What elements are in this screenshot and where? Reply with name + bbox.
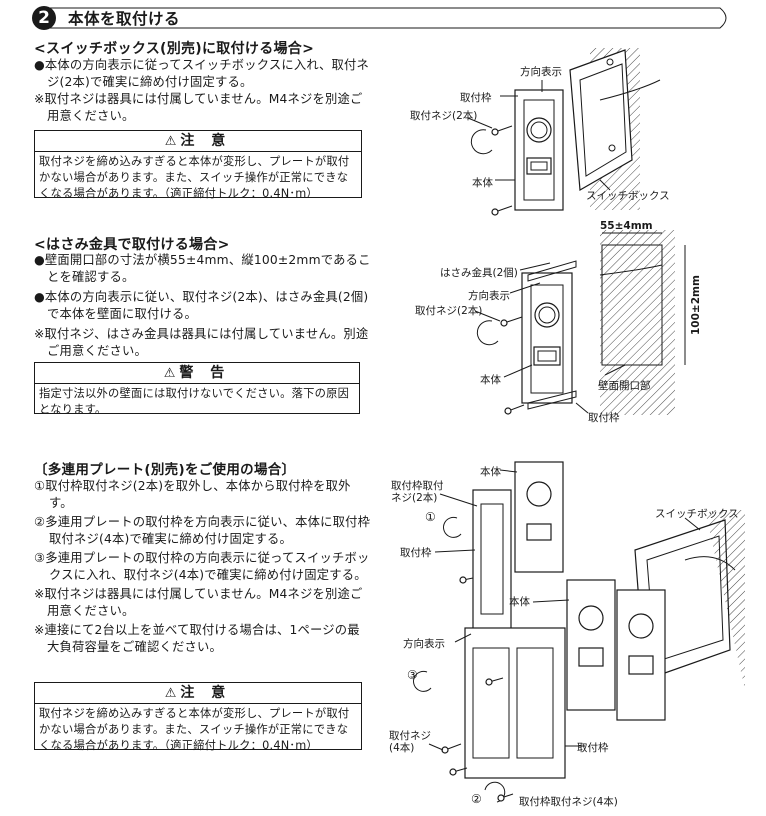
fig3-label-frame-screw4: 取付枠取付ネジ(4本)	[519, 796, 618, 808]
fig3-label-direction: 方向表示	[403, 638, 445, 650]
fig3-label-frame-bottom: 取付枠	[577, 742, 609, 754]
s1-caution-body: 取付ネジを締め込みすぎると本体が変形し、プレートが取付かない場合があります。また…	[39, 155, 350, 200]
s3-caution-title: 注 意	[180, 685, 232, 701]
s1-heading: <スイッチボックス(別売)に取付ける場合>	[34, 41, 315, 57]
s3-step-2: ②多連用プレートの取付枠を方向表示に従い、本体に取付枠取付ネジ(4本)で確実に締…	[34, 515, 371, 546]
s1-caution-header: ⚠注 意	[35, 131, 361, 152]
fig2-label-clip: はさみ金具(2個)	[440, 267, 518, 279]
s3-caution-header: ⚠注 意	[35, 683, 361, 704]
warning-triangle-icon: ⚠	[163, 366, 176, 381]
s2-note: ※取付ネジ、はさみ金具は器具には付属していません。別途ご用意ください。	[34, 327, 369, 358]
figure-switchbox-mount: 方向表示 取付枠 取付ネジ(2本) 本体 スイッチボックス	[400, 40, 740, 225]
fig1-label-screw: 取付ネジ(2本)	[410, 110, 478, 122]
fig3-step-2-marker: ②	[471, 792, 482, 806]
s3-caution-box: ⚠注 意 取付ネジを締め込みすぎると本体が変形し、プレートが取付かない場合があり…	[34, 682, 362, 752]
s2-warning-header: ⚠警 告	[35, 363, 359, 384]
s1-caution-box: ⚠注 意 取付ネジを締め込みすぎると本体が変形し、プレートが取付かない場合があり…	[34, 130, 362, 200]
screw-icon	[491, 125, 513, 136]
rotate-arrow-icon	[443, 516, 462, 538]
fig1-label-direction: 方向表示	[520, 66, 562, 78]
fig1-label-body: 本体	[472, 177, 493, 189]
section-header: 2 本体を取付ける	[30, 6, 733, 30]
figure-multi-plate: 本体 取付枠取付 ネジ(2本) ① 取付枠 スイッチボックス 本体 方向表示 ③…	[385, 450, 755, 810]
s1-note: ※取付ネジは器具には付属していません。M4ネジを別途ご用意ください。	[34, 92, 363, 123]
s3-step-3: ③多連用プレートの取付枠の方向表示に従ってスイッチボックスに入れ、取付ネジ(4本…	[34, 551, 370, 582]
fig2-label-opening: 壁面開口部	[598, 380, 651, 392]
figure-multi-plate-drawing	[413, 461, 745, 803]
screw-icon	[504, 404, 525, 415]
s2-warning-body: 指定寸法以外の壁面には取付けないでください。落下の原因となります。	[39, 387, 350, 416]
section-number: 2	[32, 6, 56, 30]
screw-icon	[441, 743, 462, 754]
rotate-arrow-icon	[476, 320, 499, 346]
figure-clip-drawing	[474, 230, 686, 415]
fig3-label-frame-top: 取付枠	[400, 547, 432, 559]
screw-icon	[449, 767, 468, 776]
fig2-dim-height: 100±2mm	[690, 275, 702, 335]
s2-text: ●壁面開口部の寸法が横55±4mm、縦100±2mmであることを確認する。 ●本…	[34, 252, 372, 360]
fig2-label-frame: 取付枠	[588, 412, 620, 424]
fig3-label-box: スイッチボックス	[655, 508, 739, 520]
fig3-label-body-mid: 本体	[509, 596, 530, 608]
section-title: 本体を取付ける	[68, 10, 181, 28]
s3-note-2: ※連接にて2台以上を並べて取付ける場合は、1ページの最大負荷容量をご確認ください…	[34, 623, 360, 654]
s3-caution-body: 取付ネジを締め込みすぎると本体が変形し、プレートが取付かない場合があります。また…	[39, 707, 350, 752]
s2-heading: <はさみ金具で取付ける場合>	[34, 237, 230, 253]
fig3-label-frame-screw: 取付枠取付 ネジ(2本)	[391, 480, 444, 504]
fig1-label-frame: 取付枠	[460, 92, 492, 104]
s3-note-1: ※取付ネジは器具には付属していません。M4ネジを別途ご用意ください。	[34, 587, 363, 618]
fig3-label-screw4: 取付ネジ (4本)	[389, 730, 431, 754]
figure-clip-mount: 55±4mm 100±2mm はさみ金具(2個) 方向表示 取付ネジ(2本) 本…	[400, 215, 740, 430]
screw-icon	[459, 576, 474, 584]
screw-icon	[497, 793, 514, 802]
fig3-step-1-marker: ①	[425, 510, 436, 524]
screw-icon	[491, 205, 513, 216]
fig2-label-body: 本体	[480, 374, 501, 386]
s2-paragraph-1: ●壁面開口部の寸法が横55±4mm、縦100±2mmであることを確認する。	[34, 253, 371, 284]
fig2-label-direction: 方向表示	[468, 290, 510, 302]
s1-text: ●本体の方向表示に従ってスイッチボックスに入れ、取付ネジ(2本)で確実に締め付け…	[34, 57, 372, 125]
s1-caution-title: 注 意	[180, 133, 232, 149]
screw-icon	[500, 316, 523, 327]
section-header-frame	[44, 7, 727, 29]
s2-warning-box: ⚠警 告 指定寸法以外の壁面には取付けないでください。落下の原因となります。	[34, 362, 360, 416]
s2-warning-title: 警 告	[179, 365, 231, 381]
s2-paragraph-2: ●本体の方向表示に従い、取付ネジ(2本)、はさみ金具(2個)で本体を壁面に取付け…	[34, 290, 369, 321]
fig1-label-box: スイッチボックス	[586, 190, 670, 202]
s3-heading: 〔多連用プレート(別売)をご使用の場合〕	[34, 462, 296, 478]
fig2-label-screw: 取付ネジ(2本)	[415, 305, 483, 317]
fig3-step-3-marker: ③	[407, 668, 418, 682]
rotate-arrow-icon	[470, 129, 493, 155]
s3-step-1: ①取付枠取付ネジ(2本)を取外し、本体から取付枠を取外す。	[34, 479, 351, 510]
rotate-arrow-icon	[413, 670, 432, 692]
fig3-label-body-top: 本体	[480, 466, 501, 478]
warning-triangle-icon: ⚠	[164, 686, 177, 701]
fig2-dim-width: 55±4mm	[600, 220, 653, 232]
s1-paragraph: ●本体の方向表示に従ってスイッチボックスに入れ、取付ネジ(2本)で確実に締め付け…	[34, 58, 369, 89]
warning-triangle-icon: ⚠	[164, 134, 177, 149]
s3-text: ①取付枠取付ネジ(2本)を取外し、本体から取付枠を取外す。 ②多連用プレートの取…	[34, 478, 372, 656]
figure-switchbox-drawing	[467, 48, 661, 216]
screw-icon	[485, 677, 504, 686]
